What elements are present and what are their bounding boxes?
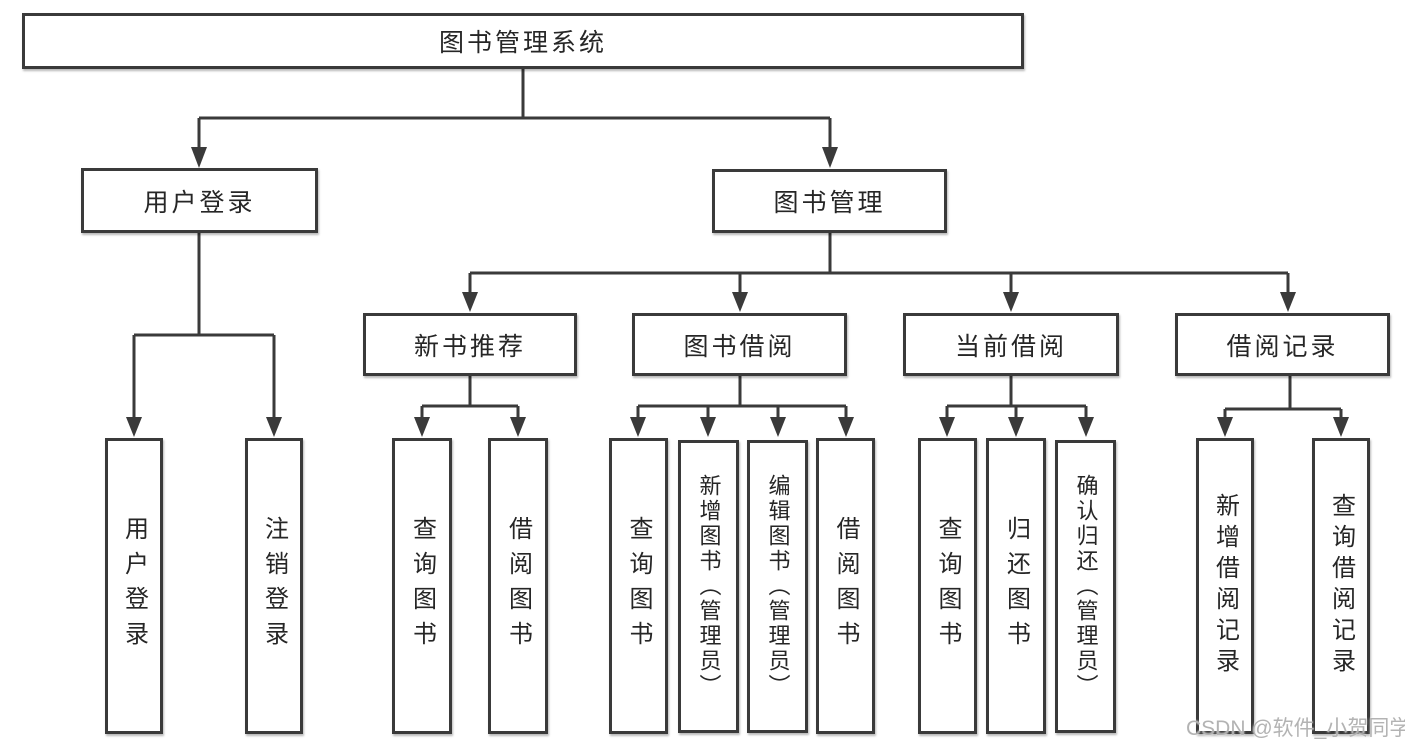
connector-current-borrow bbox=[945, 376, 1088, 421]
watermark: CSDN @软件_小贺同学 bbox=[1186, 717, 1405, 740]
arrow-icon bbox=[510, 417, 526, 437]
connector-new-book bbox=[420, 376, 520, 421]
leaf-borrow-books-borrow: 借阅图书 bbox=[816, 438, 875, 734]
node-label: 新书推荐 bbox=[413, 332, 526, 361]
node-current-borrowing: 当前借阅 bbox=[903, 313, 1119, 376]
leaf-query-books-recommend: 查询图书 bbox=[392, 438, 452, 734]
connector-root bbox=[197, 69, 832, 150]
node-label: 新增图书（管理员） bbox=[696, 474, 722, 699]
leaf-borrow-books-recommend: 借阅图书 bbox=[488, 438, 548, 734]
leaf-query-books-current: 查询图书 bbox=[918, 438, 977, 734]
leaf-logout: 注销登录 bbox=[245, 438, 303, 734]
arrow-icon bbox=[1333, 417, 1349, 437]
node-label: 借阅图书 bbox=[832, 516, 859, 656]
node-label: 新增借阅记录 bbox=[1211, 493, 1239, 679]
node-label: 图书管理系统 bbox=[438, 29, 607, 57]
arrow-icon bbox=[462, 292, 478, 312]
node-label: 查询图书 bbox=[408, 516, 436, 656]
node-label: 图书管理 bbox=[773, 189, 886, 217]
arrow-icon bbox=[191, 147, 207, 168]
arrow-icon bbox=[822, 147, 838, 168]
leaf-confirm-return-admin: 确认归还（管理员） bbox=[1055, 440, 1116, 733]
node-label: 查询图书 bbox=[625, 516, 652, 656]
connector-user-login bbox=[132, 233, 276, 421]
arrow-icon bbox=[126, 417, 142, 437]
arrow-icon bbox=[700, 417, 716, 437]
arrow-icon bbox=[1078, 417, 1094, 437]
node-label: 注销登录 bbox=[260, 516, 288, 656]
node-label: 当前借阅 bbox=[954, 332, 1067, 361]
node-user-login: 用户登录 bbox=[81, 168, 318, 233]
arrow-icon bbox=[1280, 292, 1296, 312]
leaf-add-book-admin: 新增图书（管理员） bbox=[678, 440, 739, 733]
leaf-add-borrow-record: 新增借阅记录 bbox=[1196, 438, 1254, 734]
node-book-management: 图书管理 bbox=[712, 169, 947, 233]
arrow-icon bbox=[1217, 417, 1233, 437]
leaf-user-login: 用户登录 bbox=[105, 438, 163, 734]
arrow-icon bbox=[266, 417, 282, 437]
arrow-icon bbox=[732, 292, 748, 312]
node-label: 查询借阅记录 bbox=[1327, 493, 1355, 679]
node-borrowing-records: 借阅记录 bbox=[1175, 313, 1390, 376]
leaf-return-books: 归还图书 bbox=[986, 438, 1046, 734]
node-label: 归还图书 bbox=[1002, 516, 1030, 656]
arrowheads bbox=[126, 147, 1349, 437]
node-new-book-recommendation: 新书推荐 bbox=[363, 313, 577, 376]
connector-book-management bbox=[468, 233, 1290, 296]
connector-borrow-records bbox=[1223, 376, 1343, 421]
node-label: 用户登录 bbox=[143, 188, 256, 217]
node-book-borrowing: 图书借阅 bbox=[632, 313, 847, 376]
node-label: 确认归还（管理员） bbox=[1073, 474, 1099, 699]
node-label: 用户登录 bbox=[120, 516, 148, 656]
arrow-icon bbox=[1008, 417, 1024, 437]
node-label: 编辑图书（管理员） bbox=[765, 474, 791, 699]
arrow-icon bbox=[770, 417, 786, 437]
arrow-icon bbox=[414, 417, 430, 437]
node-label: 图书借阅 bbox=[683, 332, 796, 361]
leaf-query-borrow-record: 查询借阅记录 bbox=[1312, 438, 1370, 734]
arrow-icon bbox=[630, 417, 646, 437]
connector-book-borrow bbox=[636, 376, 848, 421]
node-label: 借阅图书 bbox=[504, 516, 532, 656]
leaf-query-books-borrow: 查询图书 bbox=[609, 438, 668, 734]
node-library-system: 图书管理系统 bbox=[22, 13, 1024, 69]
arrow-icon bbox=[939, 417, 955, 437]
node-label: 借阅记录 bbox=[1226, 332, 1339, 361]
arrow-icon bbox=[1003, 292, 1019, 312]
leaf-edit-book-admin: 编辑图书（管理员） bbox=[747, 440, 808, 733]
arrow-icon bbox=[838, 417, 854, 437]
node-label: 查询图书 bbox=[934, 516, 961, 656]
